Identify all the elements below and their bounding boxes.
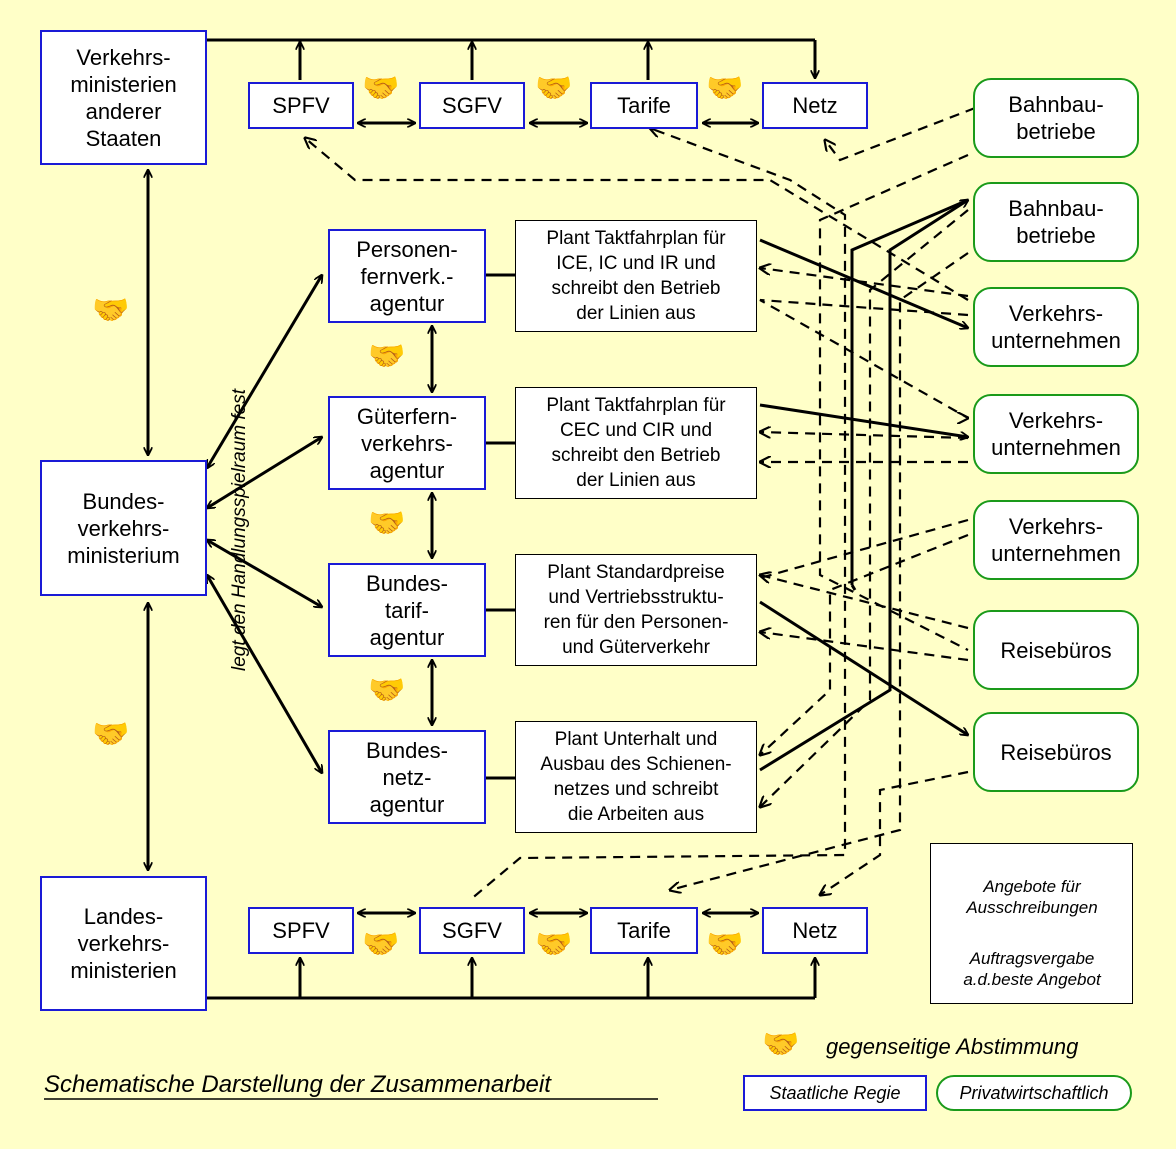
task-passenger: Plant Taktfahrplan für ICE, IC und IR un…	[515, 220, 757, 332]
legend-handshake-label: gegenseitige Abstimmung	[826, 1034, 1079, 1059]
ministries-other-states: Verkehrs- ministerien anderer Staaten	[40, 30, 207, 165]
handshake-icon: 🤝	[706, 72, 744, 105]
top-netz: Netz	[762, 82, 868, 129]
handshake-icon: 🤝	[535, 928, 573, 961]
handshake-icon: 🤝	[362, 72, 400, 105]
bottom-tarife: Tarife	[590, 907, 698, 954]
top-sgfv: SGFV	[419, 82, 525, 129]
private-travel-agency-1: Reisebüros	[973, 610, 1139, 690]
bottom-sgfv: SGFV	[419, 907, 525, 954]
bottom-netz: Netz	[762, 907, 868, 954]
handshake-icon: 🤝	[535, 72, 573, 105]
private-rail-construction-1: Bahnbau- betriebe	[973, 78, 1139, 158]
bottom-spfv: SPFV	[248, 907, 354, 954]
task-freight: Plant Taktfahrplan für CEC und CIR und s…	[515, 387, 757, 499]
legend-private-box: Privatwirtschaftlich	[936, 1075, 1132, 1111]
legend-state-box: Staatliche Regie	[743, 1075, 927, 1111]
handshake-icon: 🤝	[368, 674, 406, 707]
top-tarife: Tarife	[590, 82, 698, 129]
legend-award-label: Auftragsvergabe a.d.beste Angebot	[963, 949, 1101, 989]
private-rail-construction-2: Bahnbau- betriebe	[973, 182, 1139, 262]
vertical-scope-label: legt den Handlungsspielraum fest	[229, 388, 250, 672]
federal-ministry: Bundes- verkehrs- ministerium	[40, 460, 207, 596]
private-transport-company-3: Verkehrs- unternehmen	[973, 500, 1139, 580]
private-travel-agency-2: Reisebüros	[973, 712, 1139, 792]
agency-network: Bundes- netz- agentur	[328, 730, 486, 824]
private-transport-company-1: Verkehrs- unternehmen	[973, 287, 1139, 367]
agency-freight: Güterfern- verkehrs- agentur	[328, 396, 486, 490]
task-network: Plant Unterhalt und Ausbau des Schienen-…	[515, 721, 757, 833]
handshake-icon: 🤝	[92, 718, 130, 751]
agency-tariff: Bundes- tarif- agentur	[328, 563, 486, 657]
task-tariff: Plant Standardpreise und Vertriebsstrukt…	[515, 554, 757, 666]
handshake-icon: 🤝	[762, 1028, 800, 1061]
private-transport-company-2: Verkehrs- unternehmen	[973, 394, 1139, 474]
handshake-icon: 🤝	[368, 340, 406, 373]
top-spfv: SPFV	[248, 82, 354, 129]
handshake-icon: 🤝	[362, 928, 400, 961]
diagram-title: Schematische Darstellung der Zusammenarb…	[44, 1071, 551, 1098]
handshake-icon: 🤝	[706, 928, 744, 961]
handshake-icon: 🤝	[92, 294, 130, 327]
handshake-icon: 🤝	[368, 507, 406, 540]
state-ministries: Landes- verkehrs- ministerien	[40, 876, 207, 1011]
agency-passenger: Personen- fernverk.- agentur	[328, 229, 486, 323]
legend-offers-label: Angebote für Ausschreibungen	[966, 877, 1098, 917]
legend-box	[930, 843, 1133, 1004]
